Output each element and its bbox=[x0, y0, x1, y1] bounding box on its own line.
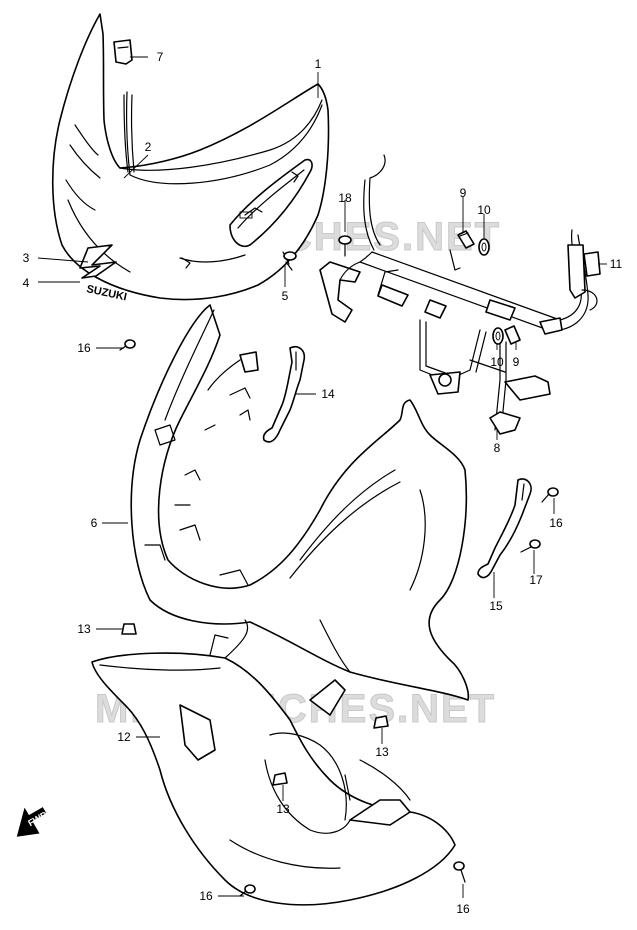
screw-16-right bbox=[541, 487, 559, 503]
washer-10-lower bbox=[492, 327, 504, 345]
callout-16-a: 16 bbox=[77, 341, 91, 355]
callout-10-lower: 10 bbox=[490, 355, 504, 369]
callout-labels: 1 2 3 4 5 6 7 8 9 9 10 10 11 12 13 13 13… bbox=[23, 50, 623, 916]
screen-seal bbox=[123, 94, 129, 173]
leader-lines bbox=[37, 56, 607, 898]
emblem-stripe bbox=[79, 244, 117, 279]
callout-5: 5 bbox=[282, 289, 289, 303]
callout-16-d: 16 bbox=[456, 902, 470, 916]
fwd-arrow-icon: FWD bbox=[16, 807, 49, 837]
callout-12: 12 bbox=[117, 730, 131, 744]
callout-17: 17 bbox=[529, 573, 543, 587]
bolt-9-lower bbox=[504, 325, 521, 345]
callout-10-top: 10 bbox=[477, 203, 491, 217]
callout-11: 11 bbox=[610, 257, 623, 271]
screw-5 bbox=[282, 251, 297, 271]
screw-16-left bbox=[119, 339, 136, 351]
callout-8: 8 bbox=[494, 441, 501, 455]
callout-9-top: 9 bbox=[460, 186, 467, 200]
screw-16-bottom-right bbox=[453, 861, 466, 883]
cowling-bracket bbox=[319, 154, 598, 435]
washer-10-top bbox=[478, 238, 490, 256]
grommet-13c bbox=[272, 772, 288, 786]
screw-16-bottom-left bbox=[239, 884, 256, 897]
callout-6: 6 bbox=[91, 516, 98, 530]
callout-9-lower: 9 bbox=[513, 355, 520, 369]
grommet-13b bbox=[373, 715, 389, 729]
clip-7 bbox=[113, 39, 133, 65]
callout-13-b: 13 bbox=[375, 745, 389, 759]
stay-15 bbox=[477, 478, 532, 579]
callout-15: 15 bbox=[489, 599, 503, 613]
callout-13-a: 13 bbox=[77, 622, 91, 636]
callout-4: 4 bbox=[23, 276, 30, 290]
upper-cowling bbox=[51, 13, 330, 301]
callout-18: 18 bbox=[338, 191, 352, 205]
bolt-9-top bbox=[457, 230, 475, 249]
callout-1: 1 bbox=[315, 57, 322, 71]
clip-11 bbox=[583, 251, 601, 277]
side-cowling bbox=[130, 304, 470, 701]
callout-16-b: 16 bbox=[549, 516, 563, 530]
screw-17 bbox=[520, 539, 541, 553]
callout-7: 7 bbox=[157, 50, 164, 64]
callout-3: 3 bbox=[23, 251, 30, 265]
stay-14 bbox=[262, 345, 306, 443]
callout-2: 2 bbox=[145, 140, 152, 154]
callout-13-c: 13 bbox=[276, 802, 290, 816]
screw-18 bbox=[338, 235, 352, 257]
grommet-13a bbox=[121, 623, 137, 635]
callout-14: 14 bbox=[321, 387, 335, 401]
callout-16-c: 16 bbox=[199, 889, 213, 903]
fwd-label: FWD bbox=[26, 809, 49, 828]
